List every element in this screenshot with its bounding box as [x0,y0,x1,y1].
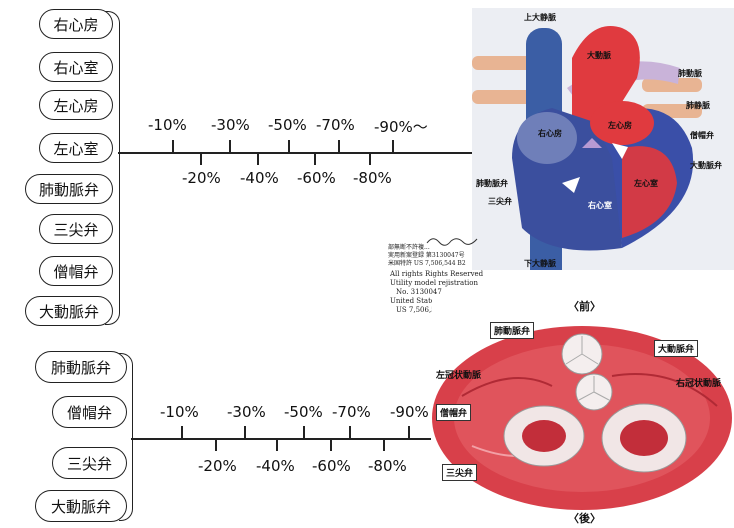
heart-illustration [472,8,734,270]
valve-back-label: 〈後〉 [568,512,601,525]
cert-line-3: 米国特許 US 7,506,544 B2 [388,260,466,267]
bottom-tick [408,426,410,439]
bottom-tick [215,438,217,451]
bottom-tick [276,438,278,451]
label-right-atrium: 右心房 [39,9,113,39]
label-mitral-valve: 僧帽弁 [39,256,113,286]
top-tick [392,140,394,153]
label-pulmonary-valve: 肺動脈弁 [35,351,127,383]
top-pct-20: -20% [182,169,221,187]
top-tick [257,152,259,165]
valve-label-right-coronary: 右冠状動脈 [676,379,722,389]
bottom-tick [181,426,183,439]
heart-label-la: 左心房 [608,121,632,130]
bottom-pct-30: -30% [227,403,266,421]
bottom-tick [244,426,246,439]
heart-label-pulm-valve: 肺動脈弁 [476,179,508,188]
bottom-pct-20: -20% [198,457,237,475]
cert-line-1: 部無断不許複... [388,244,430,251]
top-scale-line [118,152,528,154]
bottom-scale-line [131,438,431,440]
valve-label-pulmonary: 肺動脈弁 [490,322,535,339]
top-tick [314,152,316,165]
top-tick [172,140,174,153]
label-aortic-valve: 大動脈弁 [25,296,113,326]
valve-label-left-coronary: 左冠状動脈 [436,371,482,381]
bottom-pct-80: -80% [368,457,407,475]
cert-line-8: US 7,506,544 [396,306,445,314]
cert-line-5: Utility model rejistration [390,279,478,287]
heart-label-rv: 右心室 [588,201,612,210]
top-tick [288,140,290,153]
cert-line-2: 実用新案登録 第3130047号 [388,252,465,259]
heart-label-ivc: 下大静脈 [524,259,556,268]
valve-front-label: 〈前〉 [568,300,601,313]
bottom-tick [349,426,351,439]
top-tick [200,152,202,165]
heart-label-aorta: 大動脈 [587,51,611,60]
valve-illustration [432,326,732,510]
label-aortic-valve: 大動脈弁 [35,490,127,522]
heart-diagram: 上大静脈 大動脈 肺動脈 肺静脈 僧帽弁 左心房 右心房 大動脈弁 左心室 肺動… [472,8,734,270]
heart-label-pulm-artery: 肺動脈 [678,69,702,78]
valve-diagram: 〈前〉 〈後〉 肺動脈弁 大動脈弁 左冠状動脈 右冠状動脈 僧帽弁 三尖弁 [432,296,734,528]
heart-label-pulm-vein: 肺静脈 [686,101,710,110]
bottom-pct-50: -50% [284,403,323,421]
bottom-pct-90: -90% [390,403,429,421]
signature [425,232,480,246]
top-pct-30: -30% [211,116,250,134]
top-pct-40: -40% [240,169,279,187]
top-tick [338,140,340,153]
cert-line-7: United States [390,297,439,305]
bottom-bracket [119,353,133,521]
bottom-tick [303,426,305,439]
top-tick [229,140,231,153]
label-mitral-valve: 僧帽弁 [52,396,127,428]
label-right-ventricle: 右心室 [39,52,113,82]
valve-label-tricuspid: 三尖弁 [442,464,478,481]
heart-label-aortic: 大動脈弁 [690,161,722,170]
label-tricuspid-valve: 三尖弁 [39,214,113,244]
heart-label-lv: 左心室 [634,179,658,188]
bottom-tick [330,438,332,451]
valve-label-mitral: 僧帽弁 [436,404,472,421]
top-pct-50: -50% [268,116,307,134]
heart-label-mitral: 僧帽弁 [690,131,714,140]
top-pct-60: -60% [297,169,336,187]
label-left-ventricle: 左心室 [39,133,113,163]
bottom-pct-60: -60% [312,457,351,475]
label-left-atrium: 左心房 [39,90,113,120]
bottom-pct-70: -70% [332,403,371,421]
heart-label-tricuspid: 三尖弁 [488,197,512,206]
bottom-pct-40: -40% [256,457,295,475]
cert-line-4: All rights Rights Reserved [390,270,484,278]
heart-label-ra: 右心房 [538,129,562,138]
label-pulmonary-valve: 肺動脈弁 [25,174,113,204]
bottom-tick [383,438,385,451]
cert-line-6: No. 3130047 [396,288,442,296]
label-tricuspid-valve: 三尖弁 [52,447,127,479]
top-pct-70: -70% [316,116,355,134]
top-pct-80: -80% [353,169,392,187]
bottom-pct-10: -10% [160,403,199,421]
top-pct-10: -10% [148,116,187,134]
top-pct-90: -90%〜 [374,118,428,136]
heart-label-svc: 上大静脈 [524,13,556,22]
top-tick [369,152,371,165]
valve-label-aortic: 大動脈弁 [654,340,699,357]
top-bracket [105,11,120,325]
